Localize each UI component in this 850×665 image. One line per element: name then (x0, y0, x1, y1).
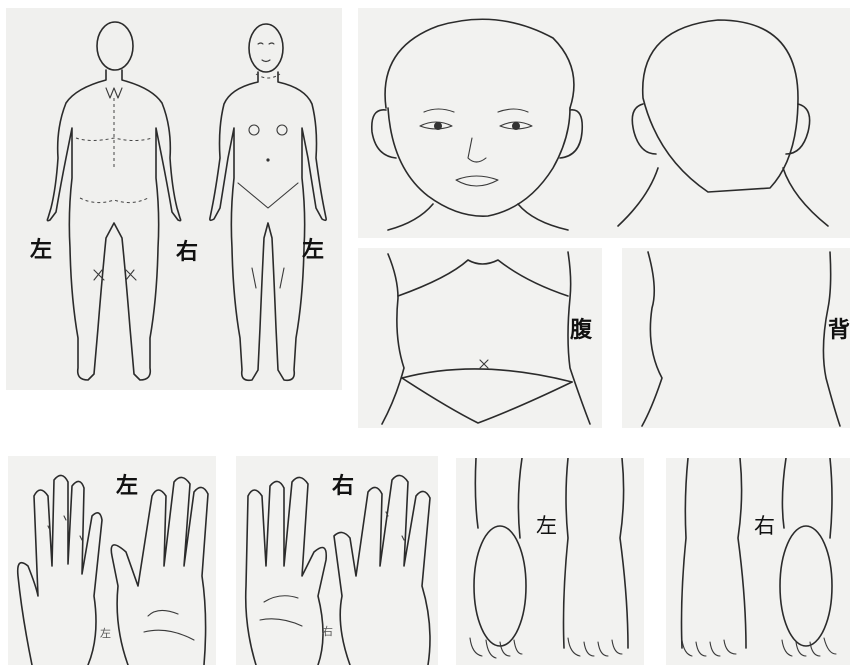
abdomen-label: 腹 (570, 320, 592, 342)
back-torso-panel: 背 (622, 248, 850, 428)
head-back (618, 20, 828, 226)
back-figure (47, 22, 180, 380)
right-hands-panel: 右 右 (236, 456, 438, 665)
back-label: 背 (828, 320, 850, 342)
left-hands-panel: 左 左 (8, 456, 216, 665)
back-torso-drawing (622, 248, 850, 428)
abdomen-drawing (358, 248, 602, 428)
left-hands-small-label: 左 (100, 628, 111, 639)
left-feet-panel: 左 (456, 458, 644, 665)
body-label-left-front: 左 (302, 240, 324, 262)
left-hands-drawing (8, 456, 216, 665)
right-hands-small-label: 右 (322, 626, 333, 637)
right-hands-title: 右 (332, 476, 354, 498)
head-panel (358, 8, 850, 238)
right-feet-drawing (666, 458, 850, 665)
abdomen-panel: 腹 (358, 248, 602, 428)
left-feet-label: 左 (536, 516, 557, 537)
left-feet-drawing (456, 458, 644, 665)
left-hands-title: 左 (116, 476, 138, 498)
right-feet-label: 右 (754, 516, 775, 537)
body-label-left-back: 左 (30, 240, 52, 262)
right-feet-panel: 右 (666, 458, 850, 665)
body-panel: 左 右 左 (6, 8, 342, 390)
front-figure (210, 24, 326, 380)
body-label-right: 右 (176, 242, 198, 264)
head-drawing (358, 8, 850, 238)
face-front (372, 19, 582, 230)
body-figures-drawing (6, 8, 342, 390)
